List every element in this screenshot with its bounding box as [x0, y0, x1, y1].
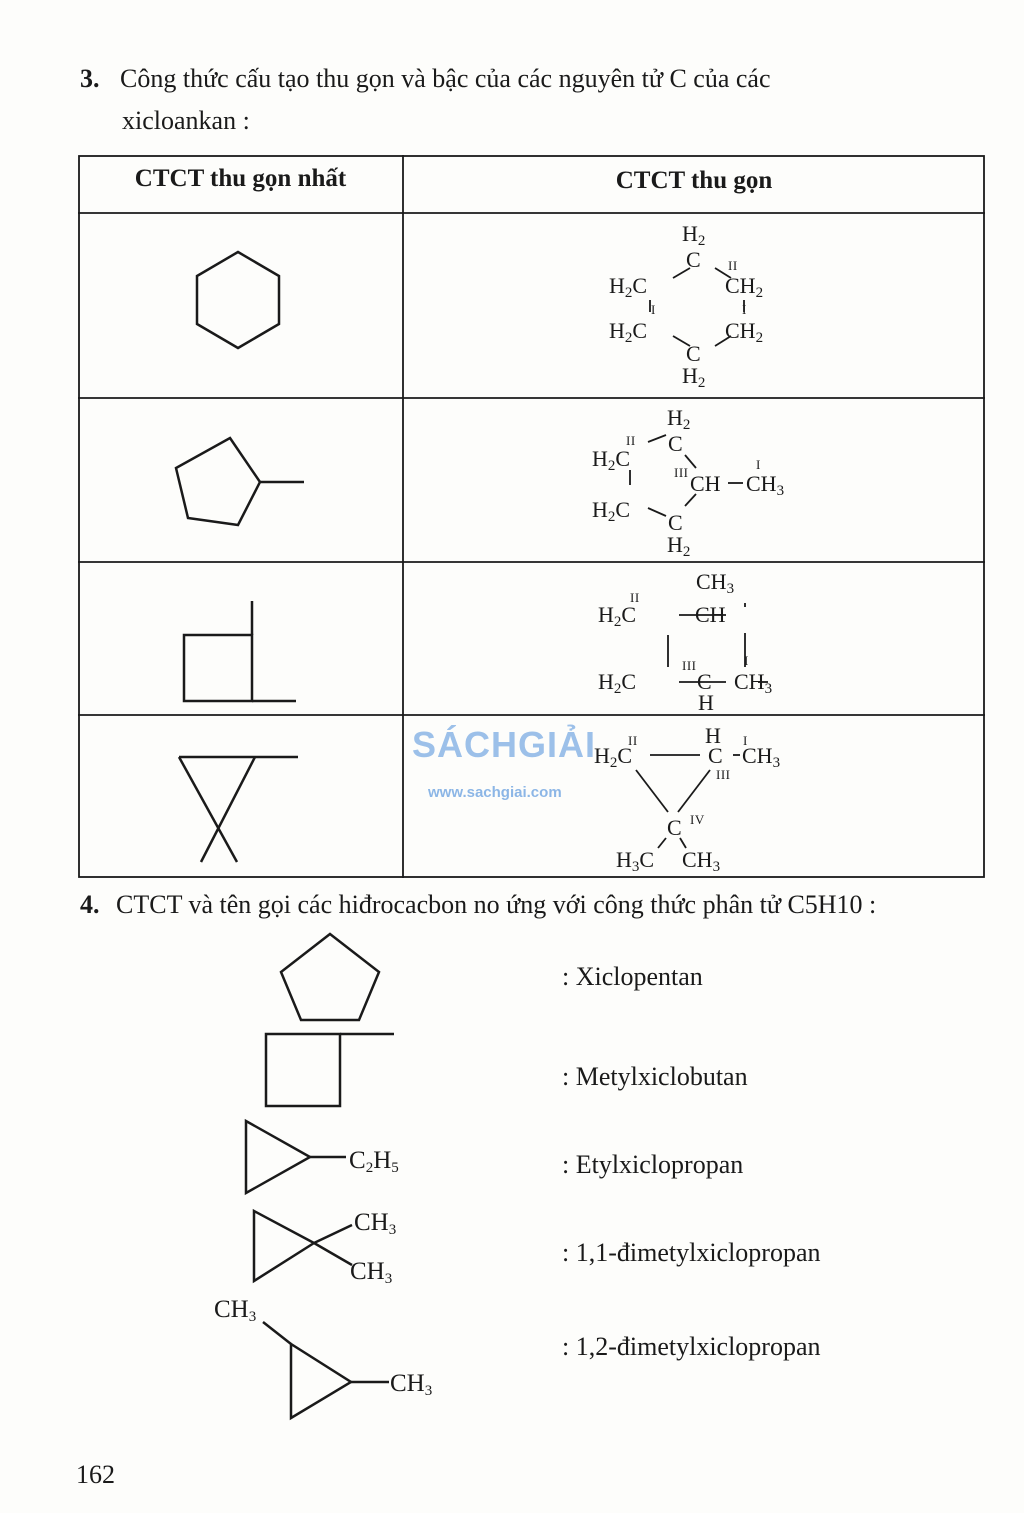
degree-label: I	[744, 653, 749, 668]
atom-ch2-right-bottom: CH2	[725, 318, 764, 346]
degree-label: III	[716, 767, 731, 782]
substituent-methyl-top: CH3	[354, 1209, 397, 1238]
atom-ch3-bottom-right: CH3	[682, 847, 721, 875]
degree-label: III	[674, 465, 689, 480]
atom-h2c-left-bottom: H2C	[592, 497, 631, 525]
watermark-logo: SÁCHGIẢI	[412, 724, 597, 765]
section-4-text: CTCT và tên gọi các hiđrocacbon no ứng v…	[116, 890, 877, 919]
degree-label: II	[626, 433, 636, 448]
section-3-number: 3.	[80, 64, 100, 93]
atom-h2c-bottom: H2C	[598, 669, 637, 697]
dimethylcyclopropane-12-skeleton	[262, 1321, 389, 1421]
page-number: 162	[76, 1460, 115, 1489]
ethylcyclopropane-skeleton	[244, 1118, 346, 1196]
cyclohexane-bonds	[649, 267, 745, 347]
degree-label: I	[742, 302, 747, 317]
atom-c-bottom: C	[667, 815, 682, 840]
atom-h2c-top: H2C	[598, 602, 637, 630]
atom-ch3-right: CH3	[734, 669, 773, 697]
atom-c-bottom: C	[686, 341, 701, 366]
section-4-number: 4.	[80, 890, 100, 919]
watermark-url: www.sachgiai.com	[428, 784, 562, 801]
compound-name: : 1,2-đimetylxiclopropan	[562, 1332, 821, 1361]
atom-h2-top: H2	[667, 405, 691, 433]
methylcyclopentane-bonds	[629, 434, 743, 517]
atom-h2c-left-bottom: H2C	[609, 318, 648, 346]
methylcyclopentane-skeleton	[174, 436, 304, 527]
cyclopentane-skeleton	[279, 932, 381, 1022]
compound-name: : Xiclopentan	[562, 962, 703, 991]
compound-name: : 1,1-đimetylxiclopropan	[562, 1238, 821, 1267]
trimethylcyclopropane-skeleton	[177, 755, 298, 863]
atom-h2c-left-top: H2C	[609, 273, 648, 301]
substituent-ethyl: C2H5	[349, 1147, 399, 1176]
structure-table: CTCT thu gọn nhất CTCT thu gọn H2 C II H…	[78, 155, 985, 878]
atom-ch3-substituent: CH3	[746, 471, 785, 499]
section-3-text-line2: xicloankan :	[122, 106, 250, 135]
atom-ch3-substituent: CH3	[696, 569, 735, 597]
methylcyclobutane-skeleton	[264, 1032, 394, 1108]
atom-ch2-right-top: CH2	[725, 273, 764, 301]
degree-label: II	[628, 733, 638, 748]
trimethylcyclopropane-bonds	[635, 754, 740, 849]
atom-c-bottom: C	[668, 510, 683, 535]
degree-label: II	[728, 258, 738, 273]
atom-h2-top: H2	[682, 221, 706, 249]
atom-h2c-left-top: H2C	[592, 446, 631, 474]
degree-label: I	[743, 733, 748, 748]
atom-c-right: C	[708, 743, 723, 768]
atom-ch-ring: CH	[690, 471, 721, 496]
table-grid	[78, 155, 985, 878]
degree-label: I	[651, 302, 656, 317]
section-4-heading: 4. CTCT và tên gọi các hiđrocacbon no ứn…	[80, 884, 1000, 926]
substituent-methyl-bottom: CH3	[350, 1258, 393, 1287]
cyclohexane-skeleton	[195, 250, 281, 350]
dimethylcyclopropane-11-skeleton	[252, 1208, 353, 1284]
table-header-col1: CTCT thu gọn nhất	[134, 165, 347, 192]
atom-ch-ring: CH	[695, 602, 726, 627]
atom-c-top: C	[686, 247, 701, 272]
degree-label: III	[682, 658, 697, 673]
atom-h2-bottom: H2	[682, 363, 706, 391]
atom-h2-bottom: H2	[667, 532, 691, 560]
compound-name: : Metylxiclobutan	[562, 1062, 748, 1091]
methylcyclobutane-bonds	[667, 603, 768, 683]
methylcyclobutane-skeleton	[182, 601, 296, 703]
substituent-methyl-top: CH3	[214, 1296, 257, 1325]
degree-label: II	[630, 590, 640, 605]
section-3-heading: 3. Công thức cấu tạo thu gọn và bậc của …	[80, 58, 980, 100]
substituent-methyl-right: CH3	[390, 1370, 433, 1399]
atom-c-top: C	[668, 431, 683, 456]
table-header-col2: CTCT thu gọn	[615, 167, 773, 194]
atom-c-quaternary: C	[697, 669, 712, 694]
atom-ch3-right: CH3	[742, 743, 781, 771]
atom-h-top: H	[705, 723, 721, 748]
atom-h-bottom: H	[698, 690, 714, 715]
degree-label: IV	[690, 812, 705, 827]
atom-h2c-left: H2C	[594, 743, 633, 771]
atom-h3c-bottom-left: H3C	[616, 847, 655, 875]
section-3-text-line1: Công thức cấu tạo thu gọn và bậc của các…	[120, 64, 771, 93]
compound-name: : Etylxiclopropan	[562, 1150, 744, 1179]
degree-label: I	[756, 457, 761, 472]
